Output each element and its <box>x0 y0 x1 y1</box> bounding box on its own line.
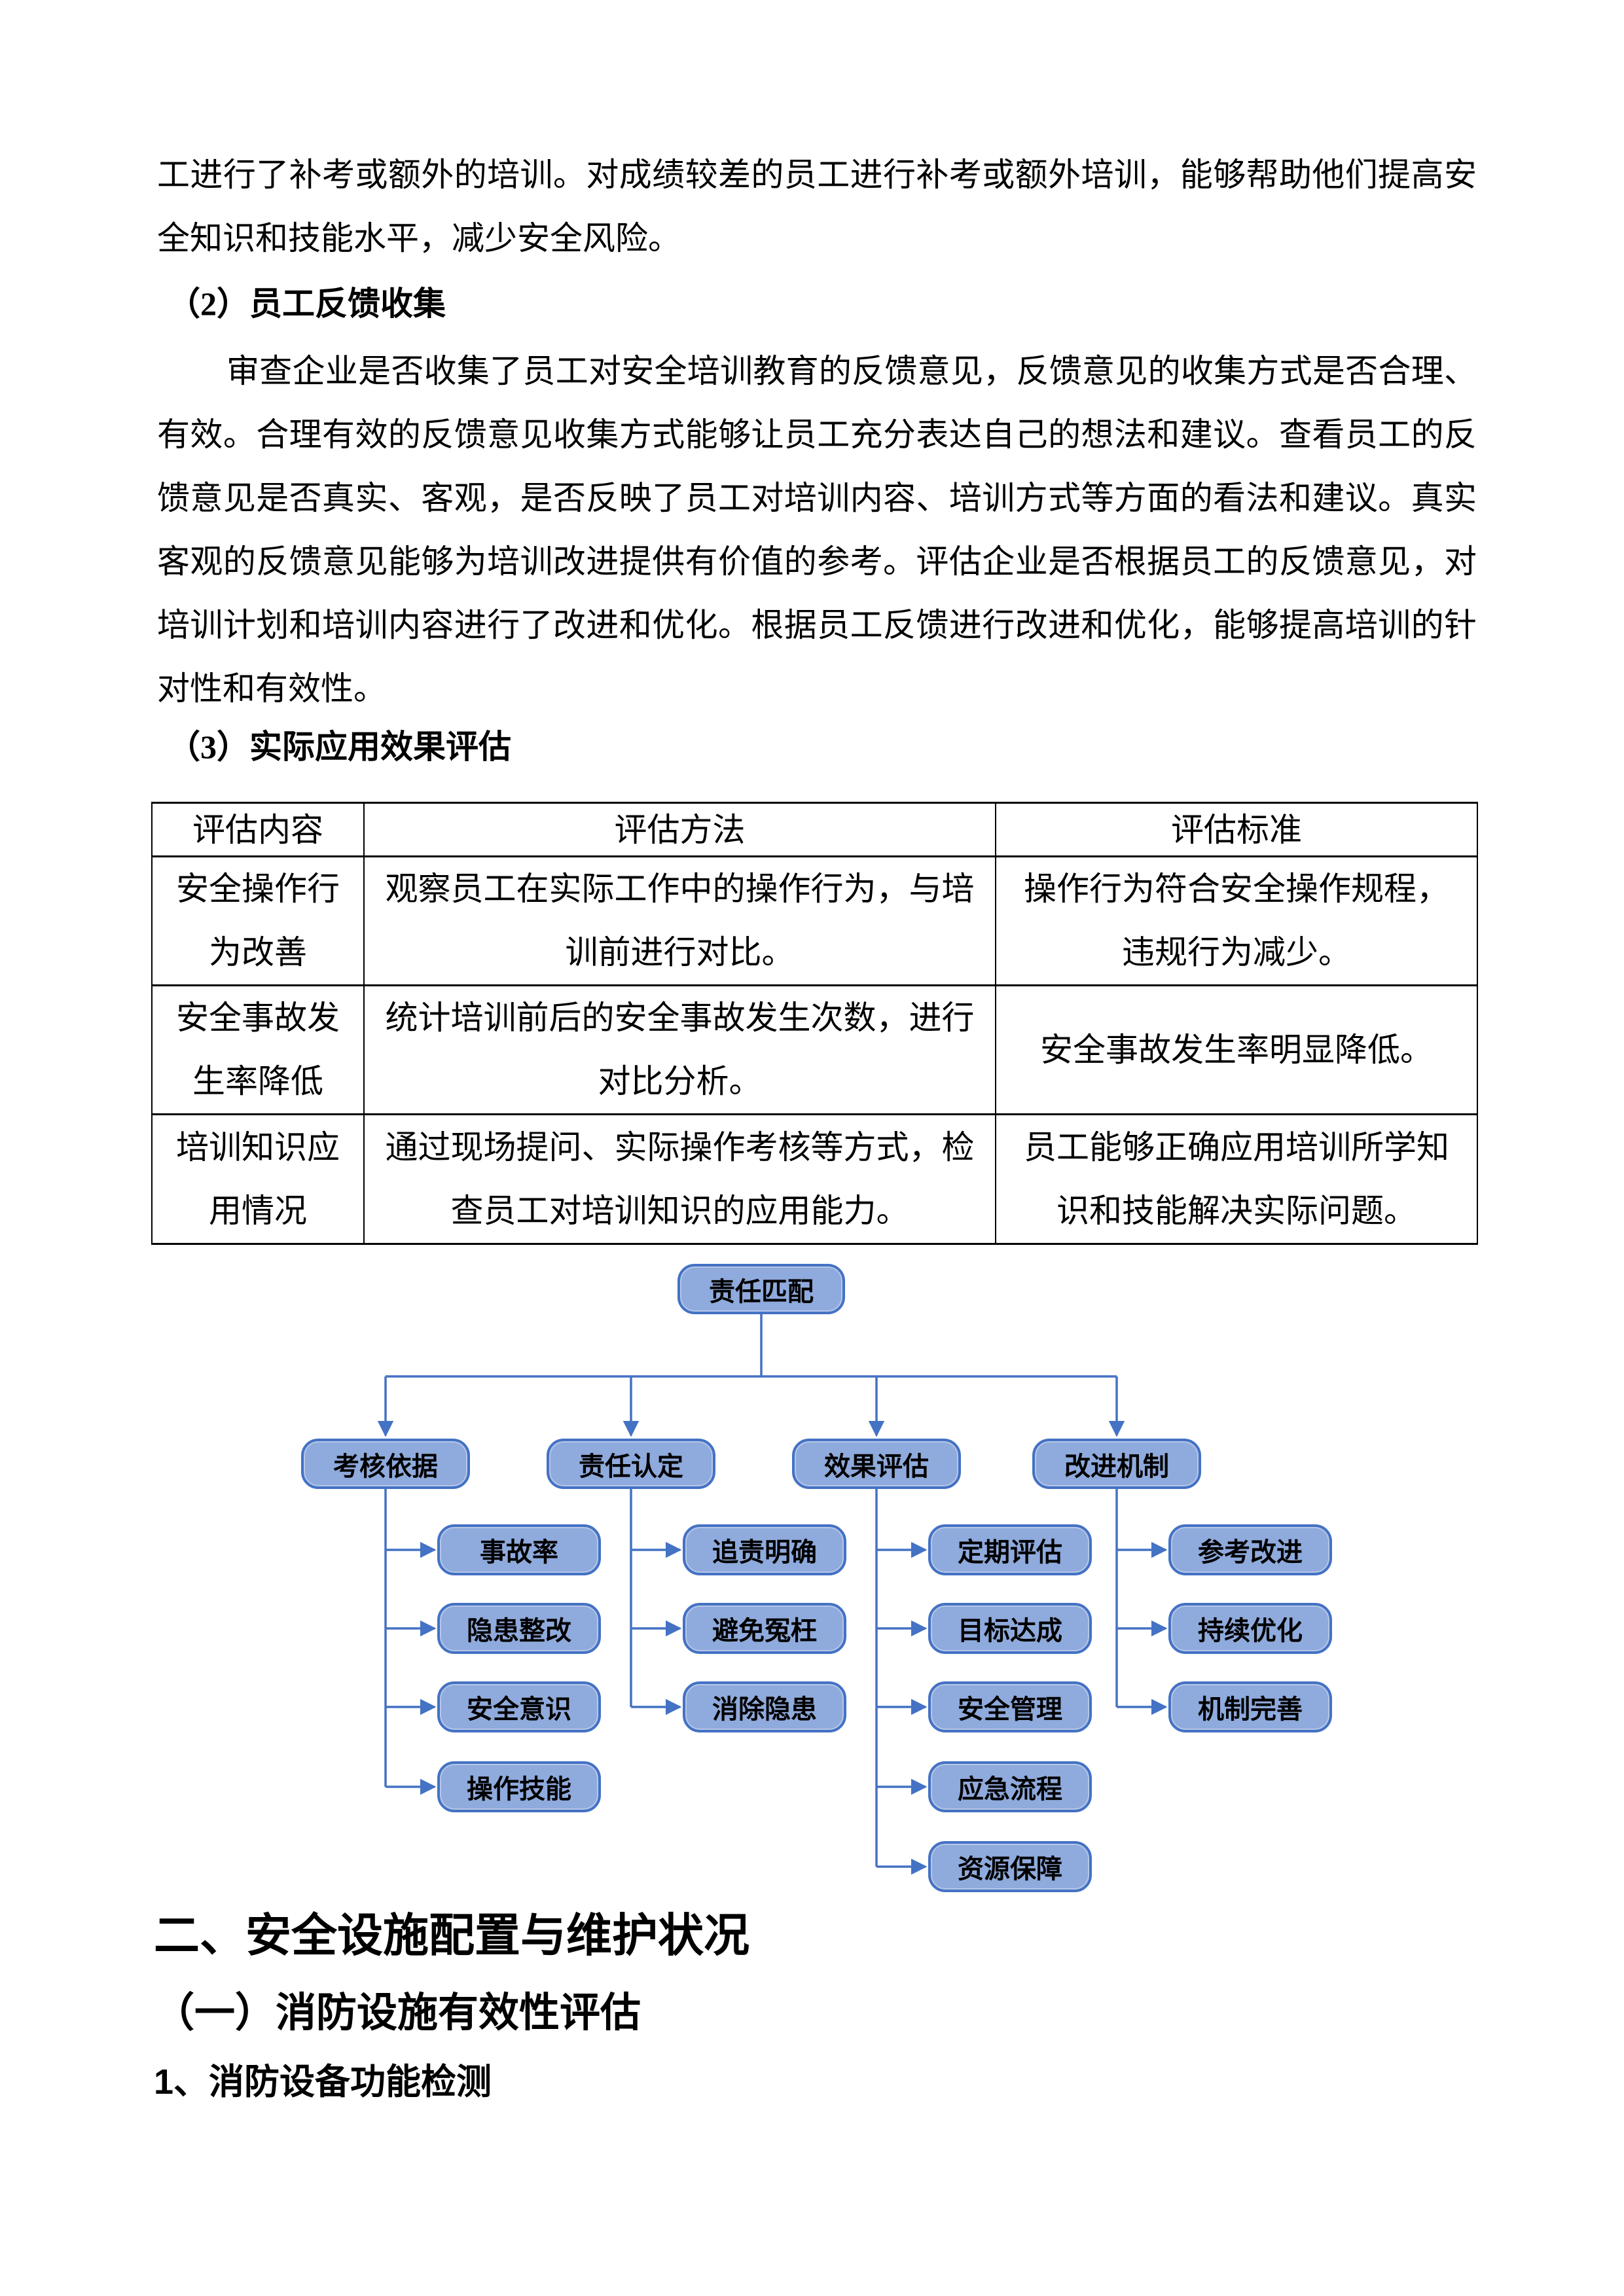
table-cell: 统计培训前后的安全事故发生次数，进行 对比分析。 <box>363 984 996 1115</box>
flow-node-leaf: 避免冤枉 <box>683 1603 846 1654</box>
flow-node-leaf: 安全管理 <box>928 1681 1092 1732</box>
table-cell: 安全事故发 生率降低 <box>151 984 365 1115</box>
responsibility-flowchart: 责任匹配 考核依据 责任认定 效果评估 改进机制 事故率 隐患整改 安全意识 操… <box>0 1244 1624 1905</box>
evaluation-table: 评估内容 评估方法 评估标准 安全操作行 为改善 观察员工在实际工作中的操作行为… <box>151 802 1478 1245</box>
table-cell: 员工能够正确应用培训所学知 识和技能解决实际问题。 <box>995 1113 1478 1245</box>
flow-node-branch: 效果评估 <box>792 1439 961 1489</box>
flow-node-root: 责任匹配 <box>677 1264 845 1314</box>
heading-fire-equipment-test: 1、消防设备功能检测 <box>154 2062 492 2102</box>
table-cell: 观察员工在实际工作中的操作行为，与培 训前进行对比。 <box>363 855 996 986</box>
flow-node-leaf: 操作技能 <box>437 1761 601 1812</box>
heading-employee-feedback: （2）员工反馈收集 <box>168 285 446 322</box>
heading-fire-facility-eval: （一）消防设施有效性评估 <box>154 1990 641 2036</box>
flow-node-leaf: 隐患整改 <box>437 1603 601 1654</box>
table-header-content: 评估内容 <box>151 802 365 857</box>
paragraph-feedback: 审查企业是否收集了员工对安全培训教育的反馈意见，反馈意见的收集方式是否合理、有效… <box>157 353 1477 707</box>
flow-node-leaf: 定期评估 <box>928 1524 1092 1575</box>
flow-node-leaf: 持续优化 <box>1168 1603 1332 1654</box>
table-row: 培训知识应 用情况 通过现场提问、实际操作考核等方式，检 查员工对培训知识的应用… <box>151 1113 1478 1245</box>
heading-application-evaluation: （3）实际应用效果评估 <box>168 728 511 765</box>
flow-node-leaf: 应急流程 <box>928 1761 1092 1812</box>
table-cell: 培训知识应 用情况 <box>151 1113 365 1245</box>
flowchart-connectors <box>377 1314 1168 1875</box>
table-header-method: 评估方法 <box>363 802 996 857</box>
table-cell: 操作行为符合安全操作规程， 违规行为减少。 <box>995 855 1478 986</box>
table-cell: 安全事故发生率明显降低。 <box>995 984 1478 1115</box>
flow-node-leaf: 目标达成 <box>928 1603 1092 1654</box>
table-row: 安全操作行 为改善 观察员工在实际工作中的操作行为，与培 训前进行对比。 操作行… <box>151 855 1478 986</box>
flow-node-leaf: 资源保障 <box>928 1841 1092 1892</box>
table-header-standard: 评估标准 <box>995 802 1478 857</box>
flow-node-leaf: 安全意识 <box>437 1681 601 1732</box>
table-header-row: 评估内容 评估方法 评估标准 <box>151 802 1478 857</box>
table-row: 安全事故发 生率降低 统计培训前后的安全事故发生次数，进行 对比分析。 安全事故… <box>151 984 1478 1115</box>
flow-node-leaf: 消除隐患 <box>683 1681 846 1732</box>
heading-section-two: 二、安全设施配置与维护状况 <box>154 1910 749 1961</box>
flow-node-branch: 考核依据 <box>301 1439 470 1489</box>
flow-node-leaf: 事故率 <box>437 1524 601 1575</box>
table-cell: 通过现场提问、实际操作考核等方式，检 查员工对培训知识的应用能力。 <box>363 1113 996 1245</box>
flow-node-leaf: 追责明确 <box>683 1524 846 1575</box>
paragraph-continuation: 工进行了补考或额外的培训。对成绩较差的员工进行补考或额外培训，能够帮助他们提高安… <box>157 156 1477 257</box>
table-cell: 安全操作行 为改善 <box>151 855 365 986</box>
flow-node-leaf: 机制完善 <box>1168 1681 1332 1732</box>
flow-node-branch: 改进机制 <box>1032 1439 1201 1489</box>
flow-node-branch: 责任认定 <box>547 1439 715 1489</box>
flow-node-leaf: 参考改进 <box>1168 1524 1332 1575</box>
